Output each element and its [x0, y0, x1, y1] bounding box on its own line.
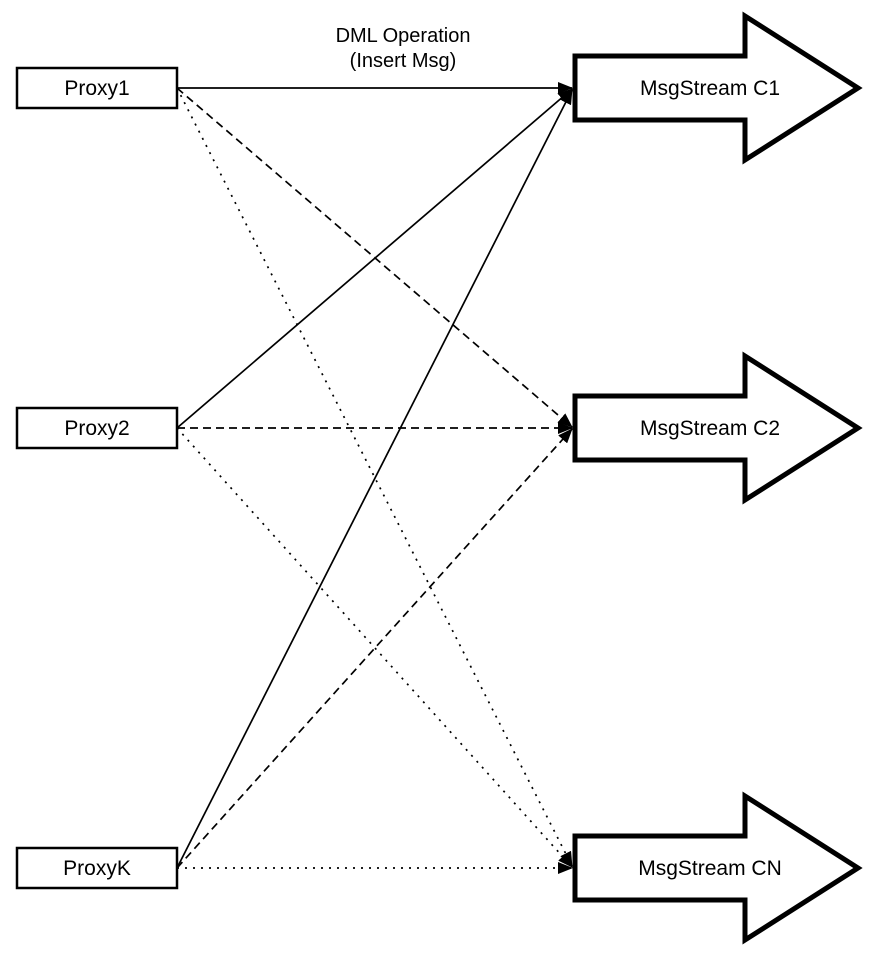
msgstream-c2-arrow [572, 351, 863, 505]
proxy2-label: Proxy2 [64, 417, 129, 440]
msgstream-c1-arrow [572, 11, 863, 165]
edge-proxy1-to-c2-dashed [176, 87, 573, 428]
proxy1-box [15, 66, 179, 110]
proxy2-node: Proxy2 [15, 406, 179, 450]
proxy1-label: Proxy1 [64, 77, 129, 100]
msgstream-cn-arrow [572, 791, 863, 945]
annotation-line1: DML Operation [336, 25, 471, 47]
msgstream-c2-node: MsgStream C2 [572, 351, 863, 505]
msgstream-c1-node: MsgStream C1 [572, 11, 863, 165]
edge-proxyk-to-c1-solid [176, 89, 573, 869]
msgstream-c2-label: MsgStream C2 [640, 417, 780, 440]
proxyk-label: ProxyK [63, 857, 131, 880]
edge-proxy2-to-cn-dotted [176, 427, 573, 868]
msgstream-c1-label: MsgStream C1 [640, 77, 780, 100]
proxyk-box [15, 846, 179, 890]
msgstream-cn-node: MsgStream CN [572, 791, 863, 945]
msgstream-cn-label: MsgStream CN [638, 857, 782, 880]
annotation-line2: (Insert Msg) [350, 50, 457, 72]
edge-proxyk-to-c2-dashed [176, 428, 573, 869]
proxy1-node: Proxy1 [15, 66, 179, 110]
proxyk-node: ProxyK [15, 846, 179, 890]
edge-proxy1-to-cn-dotted [176, 87, 573, 867]
proxy2-box [15, 406, 179, 450]
